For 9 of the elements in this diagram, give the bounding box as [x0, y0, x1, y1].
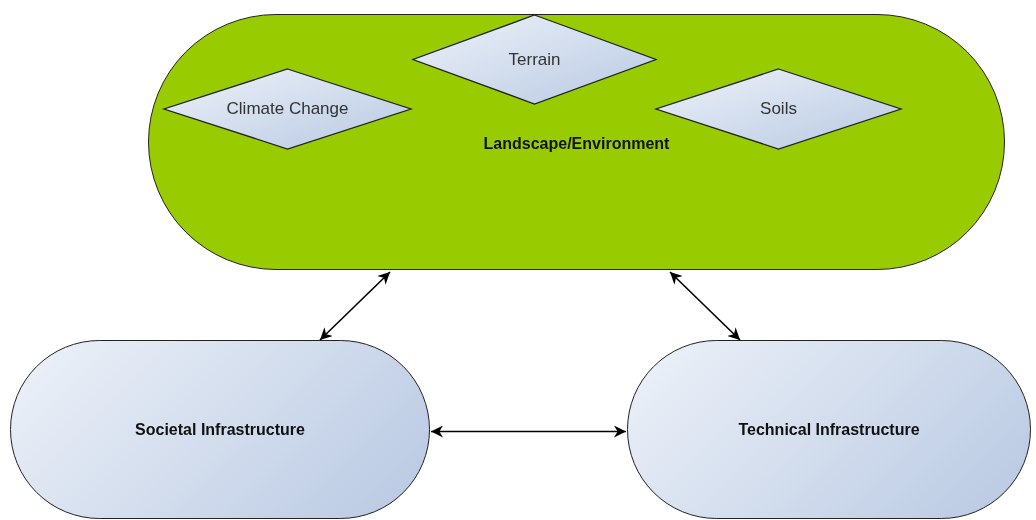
node-title: Societal Infrastructure — [134, 420, 306, 439]
diamond-label: Terrain — [508, 49, 561, 70]
double-arrow — [669, 271, 741, 341]
node-title: Landscape/Environment — [482, 135, 671, 153]
double-arrow — [430, 425, 627, 438]
node-title: Technical Infrastructure — [737, 420, 921, 439]
diamond-label: Climate Change — [226, 99, 349, 119]
double-arrow — [319, 271, 391, 341]
diamond-label: Soils — [760, 99, 797, 119]
